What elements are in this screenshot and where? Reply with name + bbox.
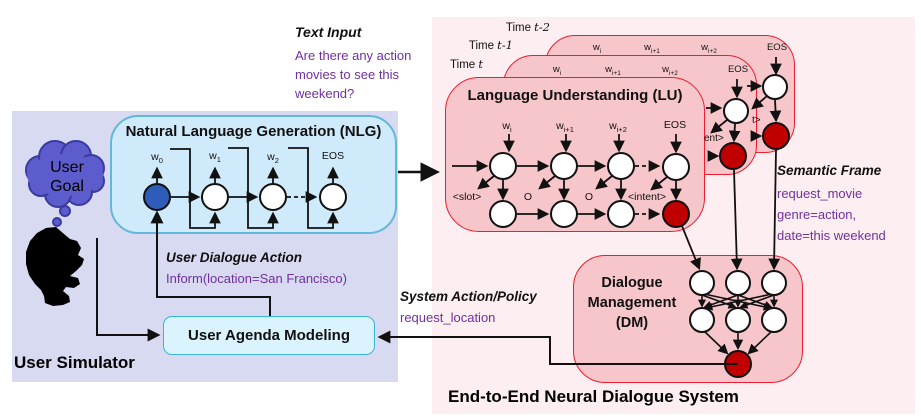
nlg-label-w0: w0 — [151, 151, 163, 165]
dm-to-agenda-connector — [377, 330, 738, 365]
dialogue-system-label: End-to-End Neural Dialogue System — [448, 387, 739, 406]
lu-rnn-nodes — [489, 152, 690, 228]
lu-t2-label-wi1: wi+1 — [644, 42, 660, 55]
lu-t2-label-wi2: wi+2 — [701, 42, 717, 55]
system-action-title: System Action/Policy — [400, 289, 537, 304]
user-dialogue-action-title: User Dialogue Action — [166, 250, 303, 265]
dm-network-arrows — [698, 293, 778, 355]
lu-t1-label-wi2: wi+2 — [662, 64, 678, 77]
lu-t2-nodes — [762, 74, 790, 150]
nlg-label-w2: w2 — [267, 151, 279, 165]
lu-tag-o2: O — [584, 191, 594, 203]
user-dialogue-action-value: Inform(location=San Francisco) — [166, 271, 347, 286]
lu-t2-arrows — [747, 57, 782, 142]
lu-title: Language Understanding (LU) — [467, 87, 683, 104]
lu-tag-intent: <intent> — [628, 191, 666, 203]
lu-t1-label-eos: EOS — [727, 64, 749, 75]
uam-label: User Agenda Modeling — [188, 327, 350, 344]
semantic-frame-value: request_movie genre=action, date=this we… — [777, 186, 886, 243]
lu-t1-intent-clipped: ent> — [704, 133, 724, 144]
lu-label-wi2: wi+2 — [609, 120, 627, 134]
lu-tag-slot: <slot> — [452, 191, 482, 203]
head-to-agenda-connector — [96, 238, 161, 342]
lu-label-wi: wi — [502, 120, 512, 134]
lu-rnn-arrows — [452, 134, 682, 220]
lu-label-eos: EOS — [663, 119, 687, 131]
thought-bubble-icon — [25, 140, 105, 235]
user-head-icon — [26, 227, 84, 306]
user-goal-label: User Goal — [50, 159, 84, 195]
semantic-frame-title: Semantic Frame — [777, 163, 882, 178]
agenda-to-nlg-connector — [150, 210, 271, 316]
lu-t2-intent-clipped: t> — [752, 115, 761, 126]
lu-t1-nodes — [719, 98, 749, 170]
dm-title: Dialogue Management (DM) — [587, 275, 677, 331]
text-input-value: Are there any action movies to see this … — [295, 48, 412, 101]
lu-t2-label-eos: EOS — [766, 42, 788, 53]
uam-box — [163, 316, 375, 355]
lu-label-wi1: wi+1 — [556, 120, 574, 134]
nlg-label-eos: EOS — [321, 150, 345, 162]
nlg-label-w1: w1 — [209, 150, 221, 164]
lu-t1-label-wi1: wi+1 — [605, 64, 621, 77]
system-action-value: request_location — [400, 310, 496, 325]
lu-to-dm-arrows — [681, 149, 781, 271]
time-t1-label: Time t-1 — [468, 38, 513, 52]
lu-t2-label-wi: wi — [592, 42, 602, 55]
nlg-rnn-nodes — [143, 183, 347, 211]
lu-t1-arrows — [706, 79, 743, 162]
nlg-rnn-arrows — [151, 147, 339, 229]
user-simulator-label: User Simulator — [14, 353, 135, 372]
nlg-title: Natural Language Generation (NLG) — [125, 123, 382, 140]
time-t2-label: Time t-2 — [505, 20, 550, 34]
text-input-title: Text Input — [295, 24, 362, 40]
lu-tag-o1: O — [523, 191, 533, 203]
time-t-label: Time t — [450, 57, 483, 71]
dm-network-nodes — [689, 270, 787, 378]
lu-t1-label-wi: wi — [552, 64, 562, 77]
